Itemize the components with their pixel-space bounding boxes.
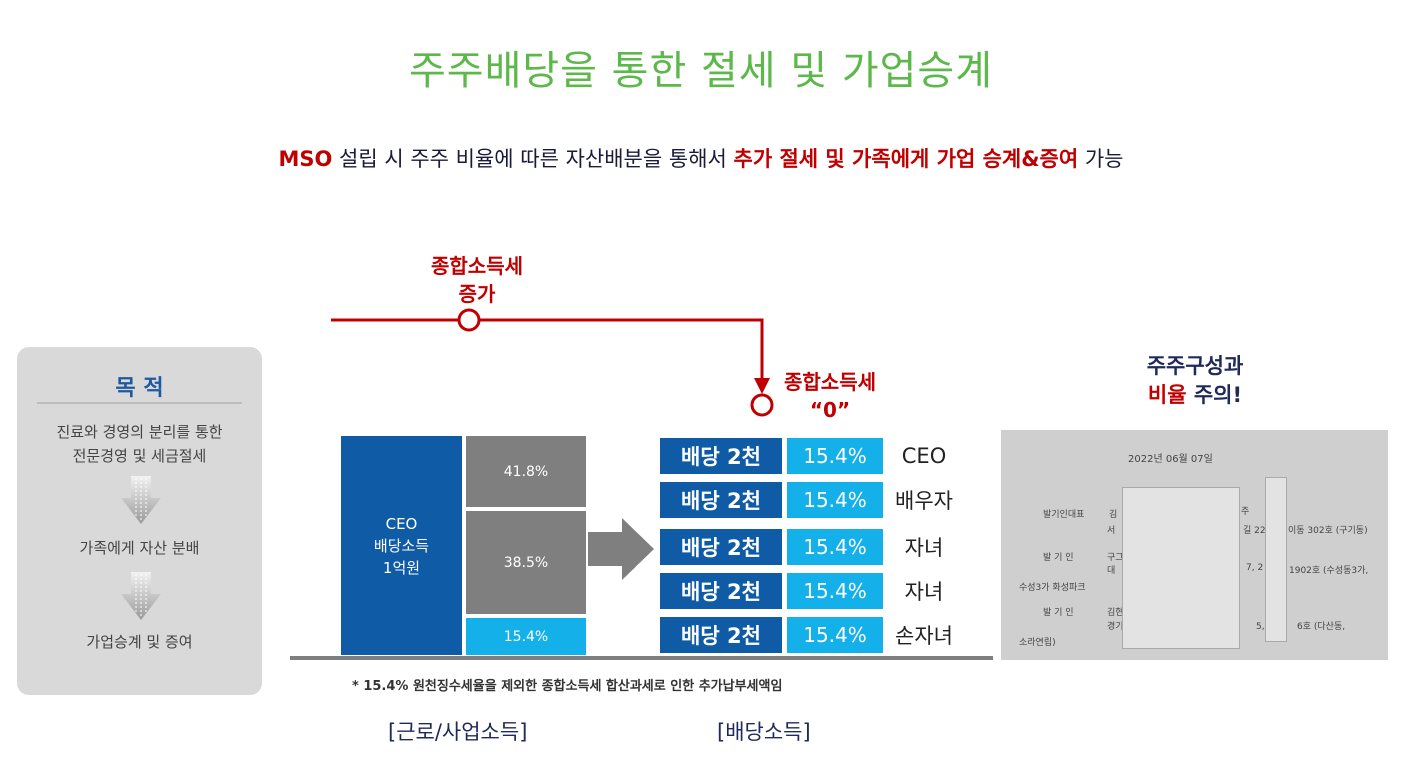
page-subtitle: MSO 설립 시 주주 비율에 따른 자산배분을 통해서 추가 절세 및 가족에… xyxy=(0,143,1402,173)
subtitle-end: 가능 xyxy=(1078,147,1124,171)
row-recipient: CEO xyxy=(901,444,947,468)
purpose-step-1-line-2: 전문경영 및 세금절세 xyxy=(72,447,207,465)
tax-increase-label: 종합소득세 증가 xyxy=(402,252,552,308)
row-recipient: 자녀 xyxy=(904,536,944,560)
segment-top: 41.8% xyxy=(466,436,586,507)
doc-row-label: 발 기 인 xyxy=(1043,608,1074,618)
doc-row-label: 발 기 인 xyxy=(1043,553,1074,563)
ceo-bar-line-2: 배당소득 xyxy=(373,536,430,555)
doc-text: 경기 xyxy=(1107,622,1124,632)
tax-zero-line-1: 종합소득세 xyxy=(784,370,876,394)
ceo-bar-line-3: 1억원 xyxy=(382,558,421,577)
caution-line-1: 주주구성과 xyxy=(1146,354,1244,378)
row-rate: 15.4% xyxy=(787,617,883,653)
doc-text: 6호 (다산동, xyxy=(1297,622,1346,632)
row-amount: 배당 2천 xyxy=(660,529,782,565)
row-amount: 배당 2천 xyxy=(660,482,782,518)
caption-labor-income: [근로/사업소득] xyxy=(388,720,528,744)
ceo-bar-line-1: CEO xyxy=(385,514,418,533)
purpose-title: 목 적 xyxy=(115,376,164,401)
caption-dividend-income: [배당소득] xyxy=(717,720,811,744)
purpose-step-3: 가업승계 및 증여 xyxy=(86,633,193,651)
row-amount: 배당 2천 xyxy=(660,573,782,609)
row-amount: 배당 2천 xyxy=(660,438,782,474)
purpose-step-2: 가족에게 자산 분배 xyxy=(79,539,200,557)
subtitle-highlight: 추가 절세 및 가족에게 가업 승계&증여 xyxy=(733,147,1079,171)
row-rate: 15.4% xyxy=(787,529,883,565)
tax-flow-connector xyxy=(331,308,774,417)
doc-text: 1902호 (수성동3가, xyxy=(1289,566,1369,576)
down-arrow-icon xyxy=(121,476,161,524)
doc-text: 주 xyxy=(1241,507,1250,517)
subtitle-mso: MSO xyxy=(278,147,333,171)
footnote: * 15.4% 원천징수세율을 제외한 종합소득세 합산과세로 인한 추가납부세… xyxy=(352,679,783,694)
tax-zero-line-2: “0” xyxy=(809,398,851,422)
row-rate: 15.4% xyxy=(787,482,883,518)
row-amount: 배당 2천 xyxy=(660,617,782,653)
doc-text: 소라연립) xyxy=(1019,638,1056,648)
redaction-box xyxy=(1122,487,1240,649)
segment-middle: 38.5% xyxy=(466,511,586,614)
purpose-step-1-line-1: 진료와 경영의 분리를 통한 xyxy=(56,423,223,441)
doc-text: 구그 xyxy=(1107,553,1124,563)
subtitle-text: 설립 시 주주 비율에 따른 자산배분을 통해서 xyxy=(332,147,734,171)
doc-text: 대 xyxy=(1107,566,1116,576)
purpose-step-1: 진료와 경영의 분리를 통한 전문경영 및 세금절세 xyxy=(17,420,262,468)
redaction-box xyxy=(1265,477,1287,642)
doc-text: 수성3가 화성파크 xyxy=(1019,583,1086,593)
right-arrow-icon xyxy=(588,518,654,580)
caution-note: 주주구성과 비율 주의! xyxy=(1110,352,1280,410)
down-arrow-icon xyxy=(121,572,161,620)
doc-text: 길 22 xyxy=(1243,526,1266,536)
purpose-divider xyxy=(37,402,242,404)
caution-highlight: 비율 xyxy=(1147,383,1187,407)
row-recipient: 손자녀 xyxy=(895,624,953,648)
caution-rest: 주의! xyxy=(1186,383,1243,407)
row-rate: 15.4% xyxy=(787,573,883,609)
doc-text: 서 xyxy=(1107,526,1116,536)
row-rate: 15.4% xyxy=(787,438,883,474)
tax-increase-line-2: 증가 xyxy=(458,282,496,306)
segment-bottom: 15.4% xyxy=(466,618,586,655)
ceo-dividend-bar: CEO 배당소득 1억원 xyxy=(341,436,462,655)
chart-baseline xyxy=(290,656,993,660)
doc-date: 2022년 06월 07일 xyxy=(1128,454,1213,465)
doc-text: 김 xyxy=(1109,510,1118,520)
row-recipient: 배우자 xyxy=(895,489,953,513)
shareholder-document-photo: 2022년 06월 07일 발기인대표 김 주 서 길 22 이동 302호 (… xyxy=(1001,430,1388,660)
tax-zero-label: 종합소득세 “0” xyxy=(760,368,900,424)
page-title: 주주배당을 통한 절세 및 가업승계 xyxy=(408,48,994,94)
tax-increase-line-1: 종합소득세 xyxy=(431,254,523,278)
doc-text: 7, 2 xyxy=(1246,563,1264,573)
row-recipient: 자녀 xyxy=(904,580,944,604)
doc-text: 김현 xyxy=(1107,608,1124,618)
doc-text: 이동 302호 (구기동) xyxy=(1288,526,1368,536)
doc-row-label: 발기인대표 xyxy=(1043,510,1085,520)
